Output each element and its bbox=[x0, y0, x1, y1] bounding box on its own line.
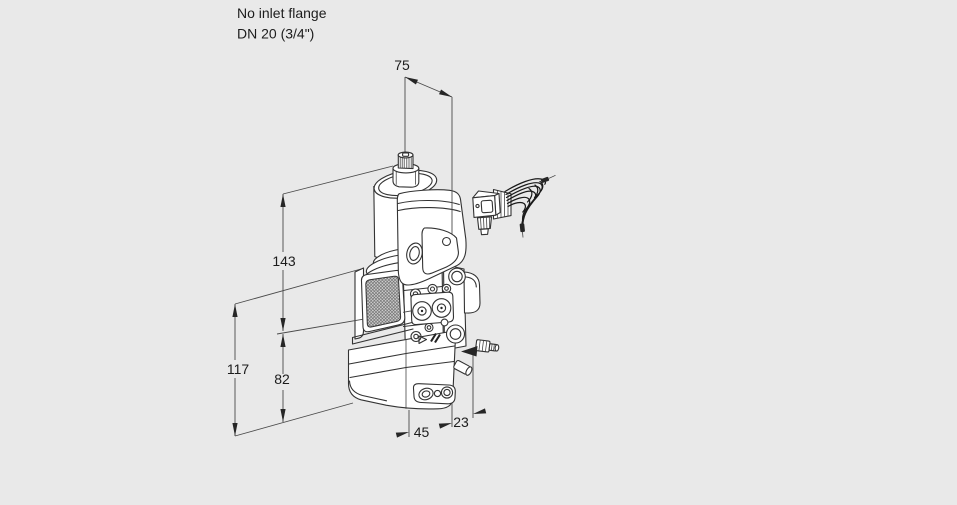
dim-label-117: 117 bbox=[227, 361, 250, 377]
solenoid-housing bbox=[396, 189, 467, 286]
body-ports bbox=[409, 267, 466, 345]
dimension-23: 23 bbox=[438, 408, 487, 430]
dimension-117: 117 bbox=[227, 304, 250, 436]
solenoid-connector bbox=[472, 188, 512, 236]
vent-fitting bbox=[453, 359, 473, 376]
dimension-45: 45 bbox=[395, 424, 430, 440]
dimension-75: 75 bbox=[394, 57, 453, 98]
drawing-note: No inlet flange DN 20 (3/4") bbox=[237, 5, 327, 42]
flow-slash-marks bbox=[430, 332, 441, 344]
cable-bundle bbox=[504, 174, 556, 238]
cable-pin-top bbox=[540, 176, 550, 183]
filter-mesh bbox=[365, 275, 402, 328]
dimension-82: 82 bbox=[274, 334, 290, 422]
test-point-arrow bbox=[461, 346, 478, 357]
cable-pin-bottom bbox=[519, 223, 525, 233]
dim-label-75: 75 bbox=[394, 57, 410, 73]
actuator-cap bbox=[392, 151, 420, 188]
dim-label-23: 23 bbox=[453, 414, 469, 430]
dim-label-82: 82 bbox=[274, 371, 290, 387]
test-point-fitting bbox=[475, 339, 500, 353]
flow-direction-marker bbox=[418, 335, 428, 345]
dim-label-143: 143 bbox=[272, 253, 296, 269]
note-line2: DN 20 (3/4") bbox=[237, 26, 314, 42]
dim-label-45: 45 bbox=[414, 424, 430, 440]
bottom-port-panel bbox=[412, 383, 456, 405]
note-line1: No inlet flange bbox=[237, 5, 327, 21]
regulator-block bbox=[347, 329, 473, 410]
dimension-143: 143 bbox=[272, 194, 296, 331]
extension-lines bbox=[234, 77, 474, 437]
